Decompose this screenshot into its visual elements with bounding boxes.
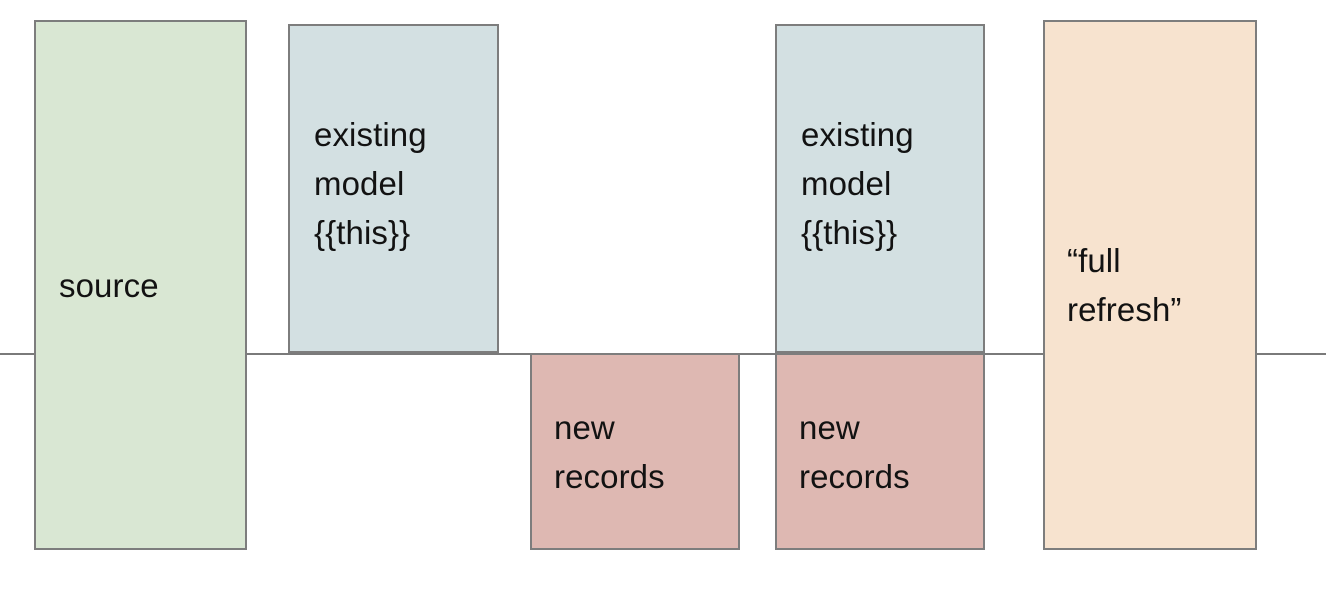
box-source-label: source	[59, 266, 159, 304]
box-existing-model-2[interactable]: existing model {{this}}	[775, 24, 985, 353]
box-existing-model-1[interactable]: existing model {{this}}	[288, 24, 499, 353]
box-source[interactable]: source	[34, 20, 247, 550]
box-new-records-2-label: new records	[799, 408, 910, 495]
box-full-refresh-label: “full refresh”	[1067, 242, 1182, 328]
box-existing-model-1-label: existing model {{this}}	[314, 116, 427, 251]
box-existing-model-2-label: existing model {{this}}	[801, 116, 914, 251]
box-new-records-1-label: new records	[554, 408, 665, 495]
box-new-records-2[interactable]: new records	[775, 353, 985, 550]
box-new-records-1[interactable]: new records	[530, 353, 740, 550]
box-full-refresh[interactable]: “full refresh”	[1043, 20, 1257, 550]
